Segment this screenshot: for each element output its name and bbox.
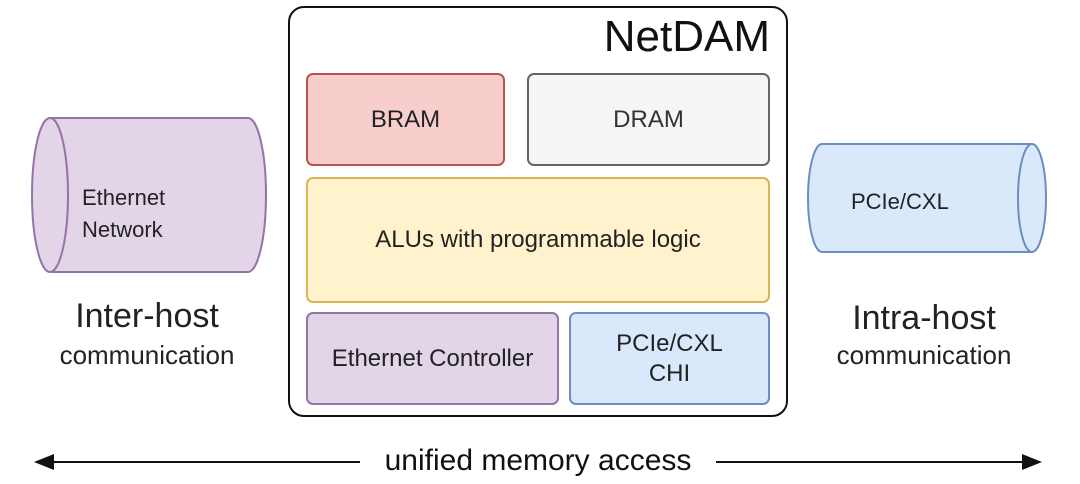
ethernet-network-label: Ethernet Network	[82, 182, 165, 246]
unified-memory-arrow	[34, 454, 1042, 470]
dram-label: DRAM	[613, 105, 684, 133]
ethernet-network-label-line1: Ethernet	[82, 185, 166, 210]
pcie-chi-block: PCIe/CXL CHI	[569, 312, 770, 405]
ethernet-controller-block: Ethernet Controller	[306, 312, 559, 405]
pcie-chi-label-line2: CHI	[648, 359, 691, 387]
pcie-cxl-cylinder	[807, 143, 1047, 253]
pcie-chi-label-line1: PCIe/CXL	[616, 329, 723, 357]
ethernet-controller-label: Ethernet Controller	[331, 344, 534, 372]
bram-block: BRAM	[306, 73, 505, 166]
inter-host-caption: Inter-host	[75, 297, 219, 335]
alu-label: ALUs with programmable logic	[375, 226, 701, 253]
intra-host-subcaption: communication	[836, 340, 1012, 370]
intra-host-caption: Intra-host	[852, 299, 996, 337]
alu-block: ALUs with programmable logic	[306, 177, 770, 303]
inter-host-subcaption: communication	[59, 340, 235, 370]
unified-memory-access-label: unified memory access	[384, 444, 692, 477]
pcie-cxl-cylinder-label: PCIe/CXL	[851, 189, 949, 214]
ethernet-network-label-line2: Network	[82, 217, 163, 242]
ethernet-network-cylinder	[31, 117, 267, 273]
arrowhead-left	[34, 454, 54, 470]
bram-label: BRAM	[370, 105, 441, 133]
arrowhead-right	[1022, 454, 1042, 470]
dram-block: DRAM	[527, 73, 770, 166]
netdam-title: NetDAM	[603, 12, 770, 61]
